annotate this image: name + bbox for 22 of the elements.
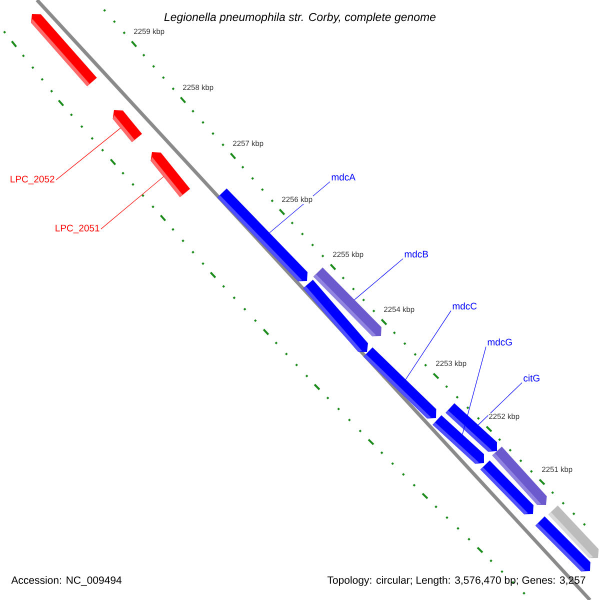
gene-label: mdcA <box>332 174 356 180</box>
leader-line <box>462 346 486 435</box>
gene-label: citG <box>524 374 540 382</box>
gene-bar <box>548 506 599 558</box>
leader-line <box>100 176 164 230</box>
gene-label: mdcB <box>404 250 428 258</box>
leader-line <box>478 382 522 426</box>
gene-bar <box>31 14 97 86</box>
gene-bar <box>303 280 368 352</box>
gene-label: mdcC <box>452 302 477 310</box>
gene-bar <box>150 152 190 198</box>
gene-label: mdcG <box>488 338 512 346</box>
leader-line <box>354 258 404 300</box>
gene-label: LPC_2051 <box>56 224 100 234</box>
footer-text: Topology: circular; Length: 3,576,470 bp; Genes: 3,257 <box>327 576 586 586</box>
gene-bar <box>363 347 436 418</box>
footer-text: Accession: NC_009494 <box>11 576 122 586</box>
title: Legionella pneumophila str. Corby, complete genome <box>162 12 438 24</box>
leader-line <box>405 310 452 380</box>
gene-label: LPC_2052 <box>10 176 54 184</box>
leader-line <box>56 128 121 180</box>
gene-bar <box>112 110 142 142</box>
